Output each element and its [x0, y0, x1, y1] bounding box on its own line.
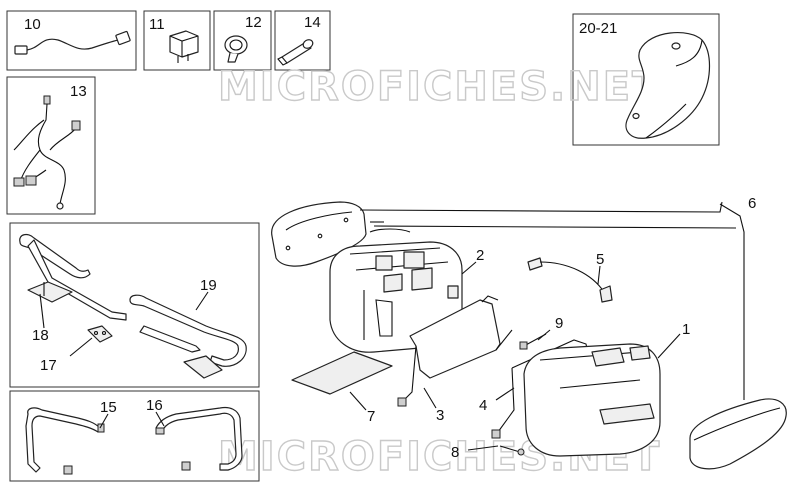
callout-18: 18 — [32, 327, 49, 344]
part-11-relay — [169, 30, 199, 63]
part-16-crash-bar-right — [155, 406, 243, 471]
callout-6: 6 — [748, 195, 756, 212]
part-10-wiring-lead — [14, 30, 131, 55]
part-8-screw — [499, 445, 525, 456]
callout-19: 19 — [200, 277, 217, 294]
frame-part-14 — [274, 10, 331, 71]
part-20-21-seat-cover — [625, 32, 711, 139]
part-seat-pad — [689, 398, 787, 470]
callout-5: 5 — [596, 251, 604, 268]
callout-1: 1 — [682, 321, 690, 338]
label-11: 11 — [149, 16, 165, 33]
part-5-strap — [527, 257, 613, 303]
callout-16: 16 — [146, 397, 163, 414]
callout-2: 2 — [476, 247, 484, 264]
leader-lines — [39, 201, 745, 451]
label-20-21: 20-21 — [579, 20, 617, 37]
callout-9: 9 — [555, 315, 563, 332]
part-17-spacer — [87, 325, 113, 343]
label-12: 12 — [245, 14, 262, 31]
frame-guards-15-16 — [9, 390, 260, 482]
callout-15: 15 — [100, 399, 117, 416]
frame-part-13 — [6, 76, 96, 215]
part-19-grab-rail — [129, 294, 247, 379]
part-18-luggage-rack-left — [19, 233, 127, 321]
part-15-crash-bar-left — [25, 407, 105, 475]
part-14-bolt — [277, 39, 314, 66]
label-13: 13 — [70, 83, 87, 100]
callout-7: 7 — [367, 408, 375, 425]
callout-3: 3 — [436, 407, 444, 424]
part-12-clamp — [224, 35, 248, 63]
watermark-top: MICROFICHES.NET — [218, 64, 661, 110]
callout-17: 17 — [40, 357, 57, 374]
part-13-wiring-harness — [13, 95, 81, 210]
callout-8: 8 — [451, 444, 459, 461]
callout-4: 4 — [479, 397, 487, 414]
label-10: 10 — [24, 16, 41, 33]
part-3-case-frame — [397, 295, 513, 407]
part-1-right-side-case — [523, 343, 661, 457]
label-14: 14 — [304, 14, 321, 31]
part-7-mat — [291, 351, 393, 395]
